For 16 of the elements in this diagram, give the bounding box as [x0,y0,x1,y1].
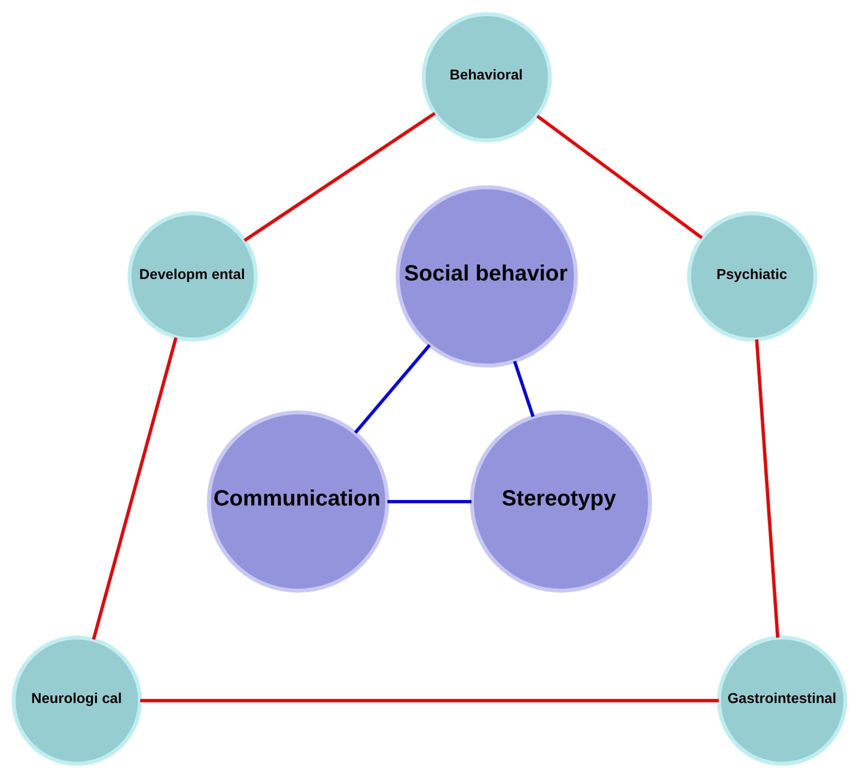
node-circle: Communication [206,410,390,592]
connector [354,344,431,434]
node-circle: Developm ental [128,210,258,341]
connector [513,360,535,417]
node-circle: Behavioral [422,12,552,142]
connector [536,114,703,239]
connector [244,111,436,242]
node-circle: Gastrointestinal [717,635,848,766]
node-circle: Neurologi cal [12,635,142,766]
node-circle: Social behavior [396,184,578,368]
node-circle: Stereotypy [470,410,652,592]
node-circle: Psychiatic [687,210,818,341]
connector [755,338,780,638]
connector [92,336,178,640]
connector [140,698,719,702]
connector [387,499,472,503]
